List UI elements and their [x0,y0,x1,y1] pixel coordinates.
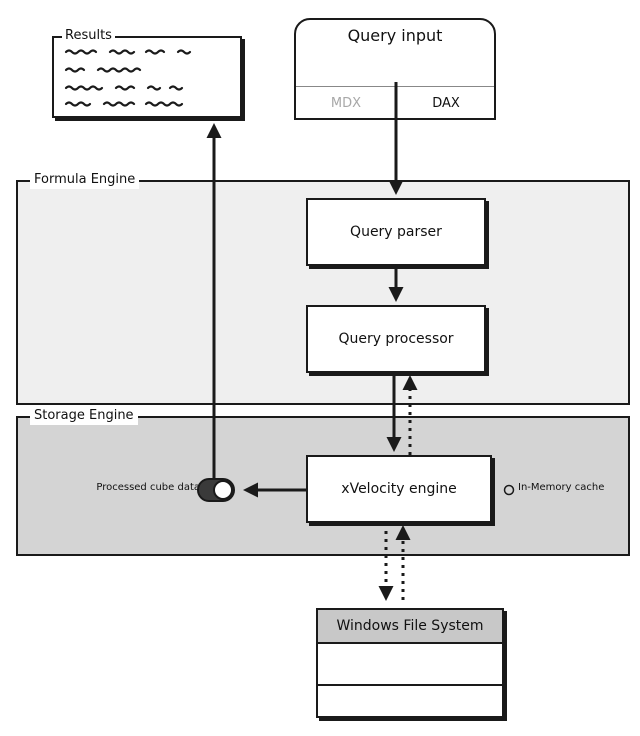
query-parser-box: Query parser [306,198,486,266]
toggle-switch-icon [197,478,235,502]
xvelocity-engine-label: xVelocity engine [341,481,457,497]
dax-option[interactable]: DAX [432,96,460,111]
in-memory-cache-label: In-Memory cache [518,482,605,493]
cache-circle-icon [503,484,515,496]
windows-file-system: Windows File System [316,608,504,718]
mdx-option[interactable]: MDX [330,96,362,111]
xvelocity-engine-box: xVelocity engine [306,455,492,523]
scribble-text-icon [64,49,192,107]
results-document: Results [52,27,242,118]
query-input-title: Query input [347,26,443,45]
processed-cube-data-label: Processed cube data [96,482,200,493]
formula-engine-title: Formula Engine [30,171,140,189]
query-processor-label: Query processor [338,331,454,347]
windows-file-system-label: Windows File System [318,610,502,644]
results-title: Results [62,27,115,45]
query-processor-box: Query processor [306,305,486,373]
query-parser-label: Query parser [350,224,442,240]
storage-engine-title: Storage Engine [30,407,138,425]
